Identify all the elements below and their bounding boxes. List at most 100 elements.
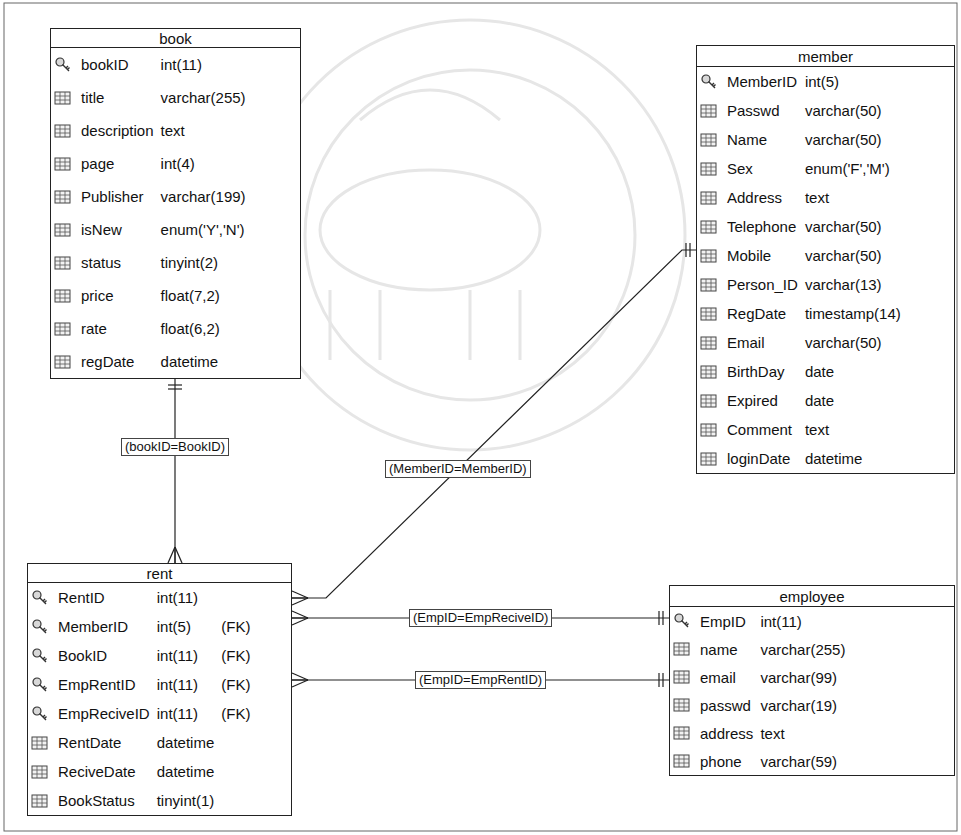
row-icon (54, 123, 74, 139)
row-icon (673, 725, 693, 741)
key-icon (31, 706, 49, 722)
field-name: Person_ID (727, 276, 798, 293)
field-type: int(4) (161, 155, 246, 172)
column-icon-part (701, 337, 716, 349)
field-name: bookID (81, 56, 154, 73)
row-icon (700, 306, 720, 322)
field-type: varchar(50) (805, 247, 901, 264)
key-flag: (FK) (221, 618, 250, 635)
row-icon (700, 103, 720, 119)
column-icon-part (674, 727, 689, 739)
column-icon-part (55, 224, 70, 236)
field-name: Comment (727, 421, 798, 438)
field-type: tinyint(1) (157, 792, 215, 809)
column-icon (54, 156, 72, 172)
column-icon-part (701, 366, 716, 378)
column-icon-part (701, 453, 716, 465)
connector-mark (168, 547, 175, 563)
field-name: address (700, 725, 753, 742)
column-icon-part (701, 424, 716, 436)
row-icon (31, 735, 51, 751)
row-icon (673, 669, 693, 685)
column-icon (673, 725, 691, 741)
field-type: timestamp(14) (805, 305, 901, 322)
column-icon-part (701, 337, 716, 349)
column-icon (700, 393, 718, 409)
row-icon (54, 354, 74, 370)
row-icon (700, 74, 720, 90)
field-name: MemberID (58, 618, 150, 635)
column-icon-part (674, 671, 689, 683)
column-icon-part (701, 192, 716, 204)
field-name: EmpRentID (58, 676, 150, 693)
row-icon (31, 619, 51, 635)
field-type: enum('F','M') (805, 160, 901, 177)
row-icon (700, 393, 720, 409)
column-icon (700, 364, 718, 380)
connector-mark (292, 618, 308, 625)
field-type: varchar(13) (805, 276, 901, 293)
key-icon-part (40, 684, 47, 691)
column-icon (700, 335, 718, 351)
field-name: Address (727, 189, 798, 206)
field-type: int(11) (157, 647, 215, 664)
field-type: int(5) (805, 73, 901, 90)
watermark-seal (255, 20, 685, 450)
key-icon-part (40, 655, 47, 662)
field-name: email (700, 669, 753, 686)
column-icon-part (674, 699, 689, 711)
column-icon-part (55, 92, 70, 104)
row-icon (673, 697, 693, 713)
field-type: date (805, 392, 901, 409)
row-icon (31, 590, 51, 606)
column-icon-part (55, 191, 70, 203)
field-list: bookIDint(11)titlevarchar(255)descriptio… (51, 48, 259, 378)
column-icon-part (701, 192, 716, 204)
row-icon (700, 132, 720, 148)
column-icon (54, 189, 72, 205)
column-icon (673, 641, 691, 657)
field-type: varchar(199) (161, 188, 246, 205)
field-name: status (81, 254, 154, 271)
row-icon (700, 451, 720, 467)
row-icon (31, 793, 51, 809)
field-type: varchar(255) (760, 641, 845, 658)
column-icon-part (701, 134, 716, 146)
row-icon (54, 156, 74, 172)
field-type: int(11) (760, 613, 845, 630)
column-icon-part (701, 163, 716, 175)
column-icon (700, 248, 718, 264)
field-type: varchar(19) (760, 697, 845, 714)
column-icon-part (701, 395, 716, 407)
key-icon-part (682, 621, 689, 628)
field-type: varchar(50) (805, 334, 901, 351)
relationship-path (292, 250, 696, 598)
field-type: int(11) (157, 589, 215, 606)
entity-table: rentRentIDint(11)MemberIDint(5)(FK)BookI… (27, 563, 292, 816)
field-name: BookStatus (58, 792, 150, 809)
column-icon-part (674, 755, 689, 767)
field-name: title (81, 89, 154, 106)
field-name: Publisher (81, 188, 154, 205)
column-icon-part (701, 424, 716, 436)
field-name: description (81, 122, 154, 139)
column-icon (54, 354, 72, 370)
key-icon-part (63, 64, 70, 71)
field-type: int(11) (161, 56, 246, 73)
connector-mark (292, 591, 308, 598)
connector-mark (689, 243, 690, 257)
column-icon-part (55, 191, 70, 203)
key-icon (31, 590, 49, 606)
column-icon (54, 255, 72, 271)
table-name: member (697, 46, 954, 67)
column-icon (700, 190, 718, 206)
column-icon-part (674, 671, 689, 683)
row-icon (700, 248, 720, 264)
connector-mark (292, 598, 308, 605)
connector-mark (658, 673, 659, 687)
row-icon (54, 222, 74, 238)
column-icon-part (674, 755, 689, 767)
field-name: Name (727, 131, 798, 148)
column-icon-part (701, 279, 716, 291)
field-type: tinyint(2) (161, 254, 246, 271)
